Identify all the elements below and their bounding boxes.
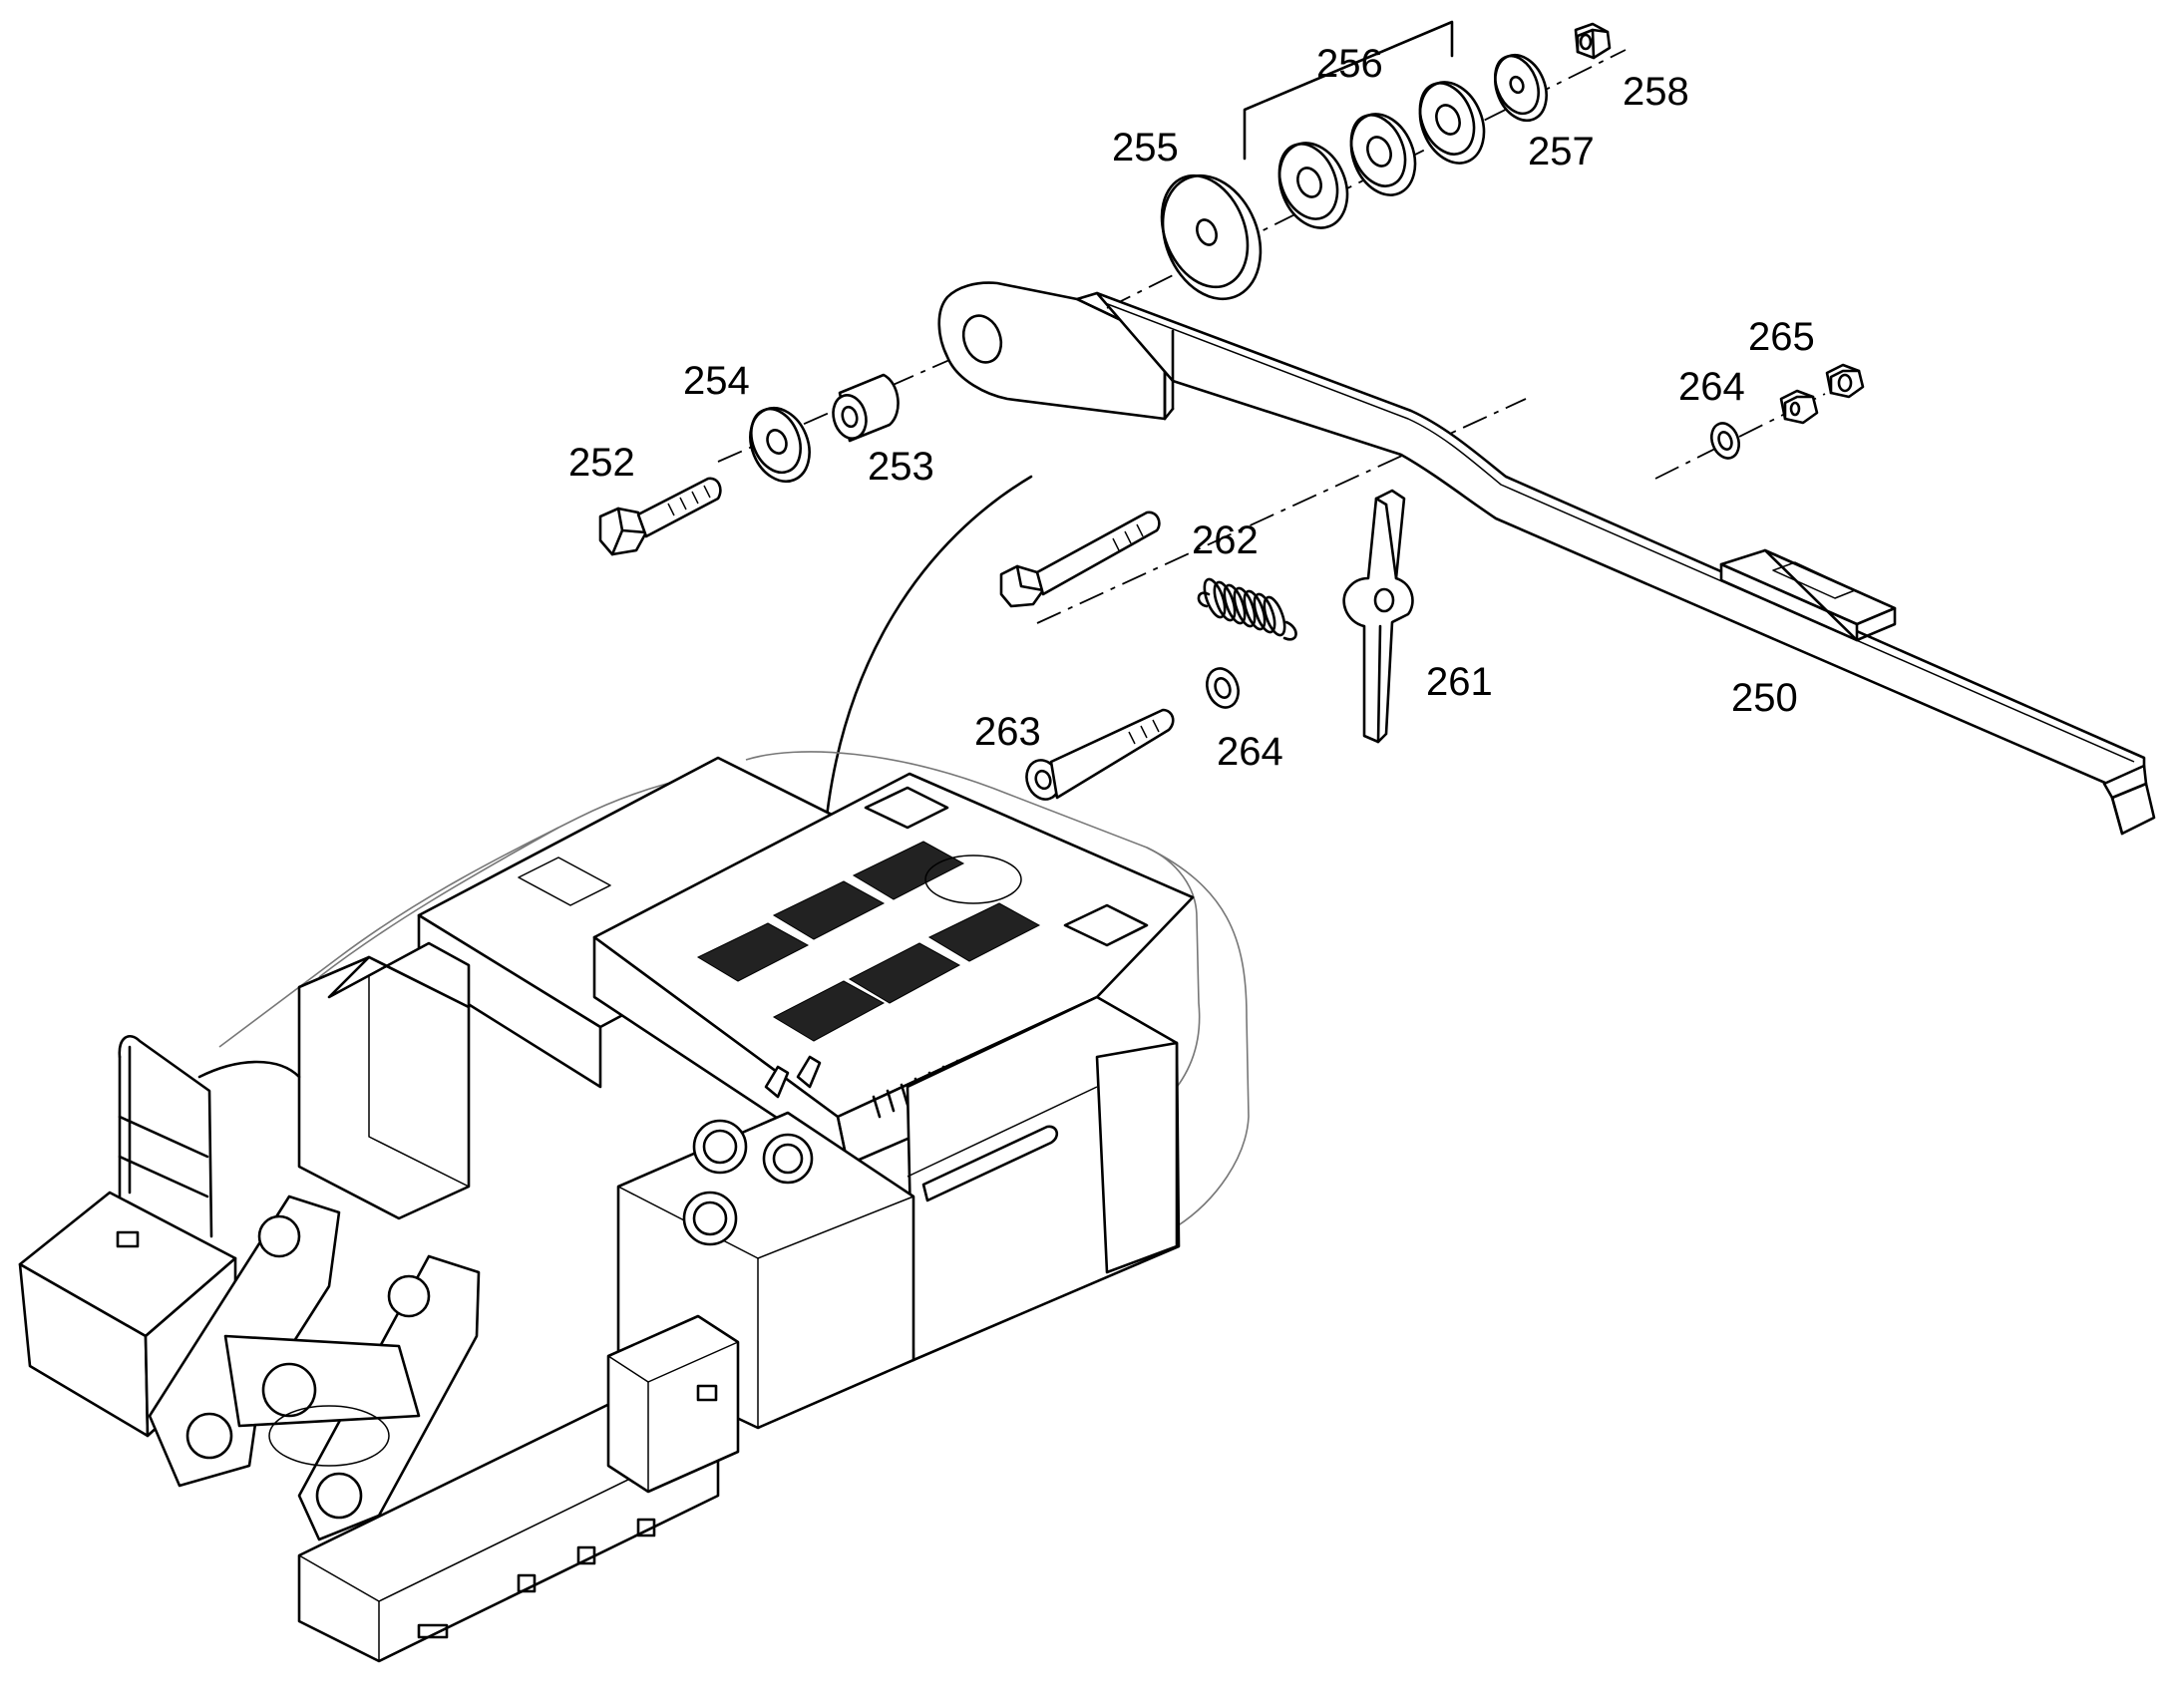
leader-bracket-256 xyxy=(1243,20,1454,161)
callout-265: 265 xyxy=(1748,315,1815,359)
callout-264-upper: 264 xyxy=(1678,365,1745,409)
washer-257 xyxy=(1494,53,1548,123)
ladder-rail xyxy=(118,1035,301,1238)
bolt-263 xyxy=(1025,708,1175,801)
machine-body xyxy=(18,751,1250,1663)
callout-256: 256 xyxy=(1316,42,1383,86)
callout-262: 262 xyxy=(1192,518,1259,562)
callout-252: 252 xyxy=(568,441,635,485)
callout-258: 258 xyxy=(1623,70,1689,114)
latch-261 xyxy=(1342,489,1414,744)
callout-263: 263 xyxy=(974,710,1041,754)
bolt-upper xyxy=(999,511,1161,608)
lever-250 xyxy=(937,281,2156,836)
callout-257: 257 xyxy=(1528,130,1595,173)
callout-250: 250 xyxy=(1731,676,1798,720)
callout-261: 261 xyxy=(1426,660,1493,704)
center-lines xyxy=(717,49,1826,624)
washer-255 xyxy=(1160,173,1263,301)
spring-262 xyxy=(1197,577,1297,641)
washer-254 xyxy=(749,406,811,484)
boom-brackets xyxy=(148,1195,481,1541)
bolt-252 xyxy=(598,477,722,556)
callout-253: 253 xyxy=(868,445,934,489)
washer-264-lower xyxy=(1206,667,1240,709)
nuts-265 xyxy=(1779,363,1865,425)
washer-set-256 xyxy=(1277,81,1486,229)
hood-grilles xyxy=(696,841,1041,1042)
callout-255: 255 xyxy=(1112,126,1179,170)
washer-264-upper xyxy=(1710,422,1740,460)
callout-254: 254 xyxy=(683,359,750,403)
bushing-253 xyxy=(832,373,900,443)
callout-264-lower: 264 xyxy=(1217,730,1283,774)
nut-258 xyxy=(1574,22,1612,60)
